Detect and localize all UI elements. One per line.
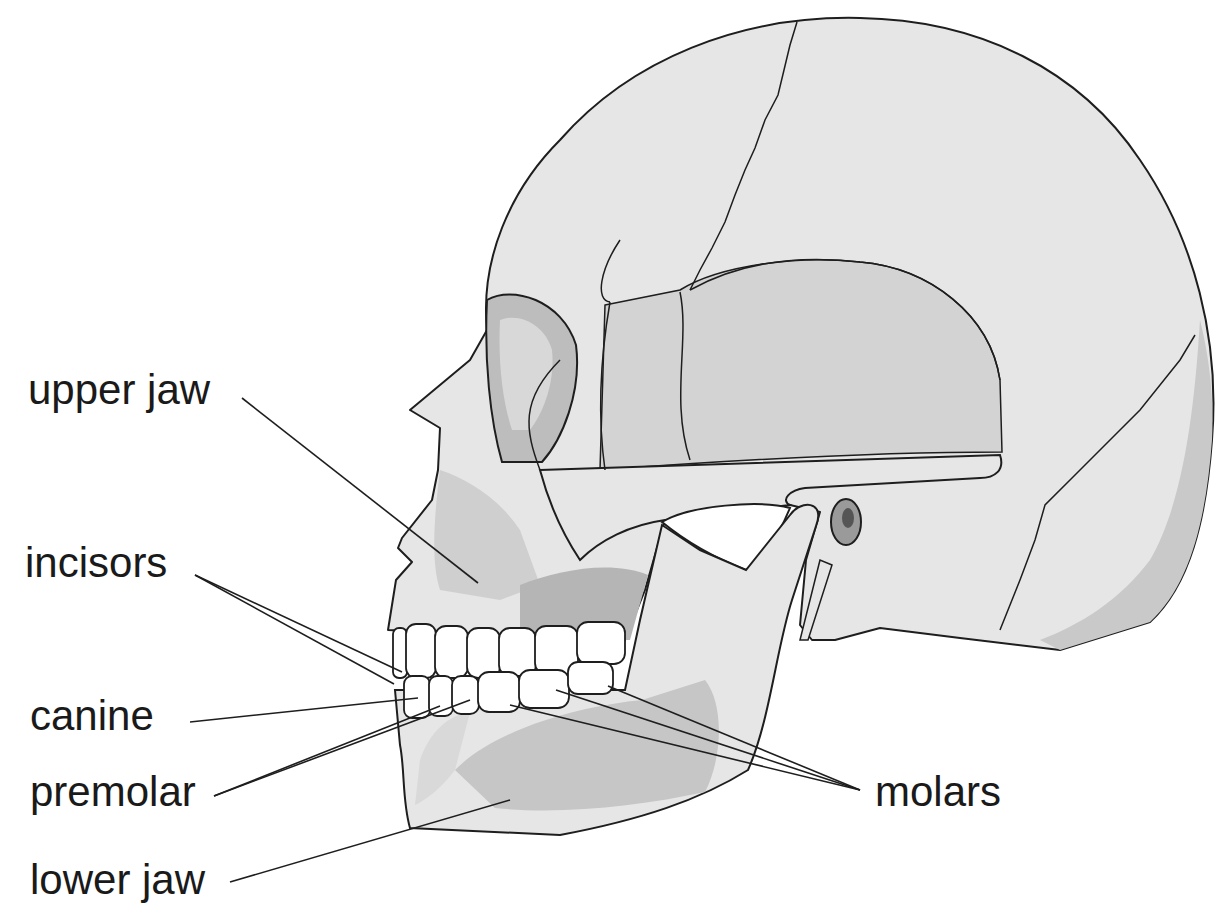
part-label: incisors: [25, 539, 167, 587]
leader-lines: [190, 398, 860, 882]
orbit-inner: [500, 318, 553, 430]
part-label: premolar: [30, 768, 196, 816]
part-label: molars: [875, 768, 1001, 816]
part-label: canine: [30, 692, 154, 740]
ear-hole-inner: [842, 508, 854, 528]
temporal-region: [600, 260, 1002, 470]
part-label: lower jaw: [30, 856, 205, 904]
sutures: [529, 22, 1195, 630]
eye-orbit: [486, 294, 577, 462]
lower-teeth: [404, 662, 613, 718]
cheek-shading: [434, 470, 540, 600]
styloid: [800, 560, 832, 640]
mandible: [395, 505, 818, 835]
mandible-shading-light: [415, 712, 470, 805]
ear-hole: [831, 499, 861, 545]
part-label: upper jaw: [28, 366, 210, 414]
